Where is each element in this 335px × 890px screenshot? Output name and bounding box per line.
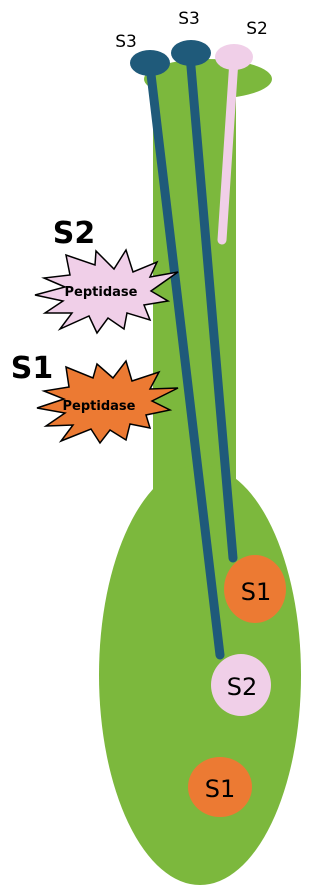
ovule-s2-middle-label: S2 xyxy=(227,673,258,701)
ovule-s1-upper-label: S1 xyxy=(241,578,272,606)
pollen-grain-s2 xyxy=(215,44,253,70)
peptidase-s1-label: Peptidase xyxy=(63,399,136,414)
pollen-label-s2-right: S2 xyxy=(246,19,268,39)
pollen-grain-s3-left xyxy=(130,50,170,76)
peptidase-s2-label: Peptidase xyxy=(65,285,138,300)
pollen-grain-s3-center xyxy=(171,40,211,66)
peptidase-s1-haplotype-label: S1 xyxy=(11,351,53,386)
pollen-label-s3-left: S3 xyxy=(115,32,137,52)
peptidase-s1: S1 Peptidase xyxy=(11,351,178,443)
ovule-s1-bottom-label: S1 xyxy=(205,775,236,803)
ovary xyxy=(99,465,301,885)
pollen-label-s3-center: S3 xyxy=(178,9,200,29)
peptidase-s2-haplotype-label: S2 xyxy=(53,216,95,251)
